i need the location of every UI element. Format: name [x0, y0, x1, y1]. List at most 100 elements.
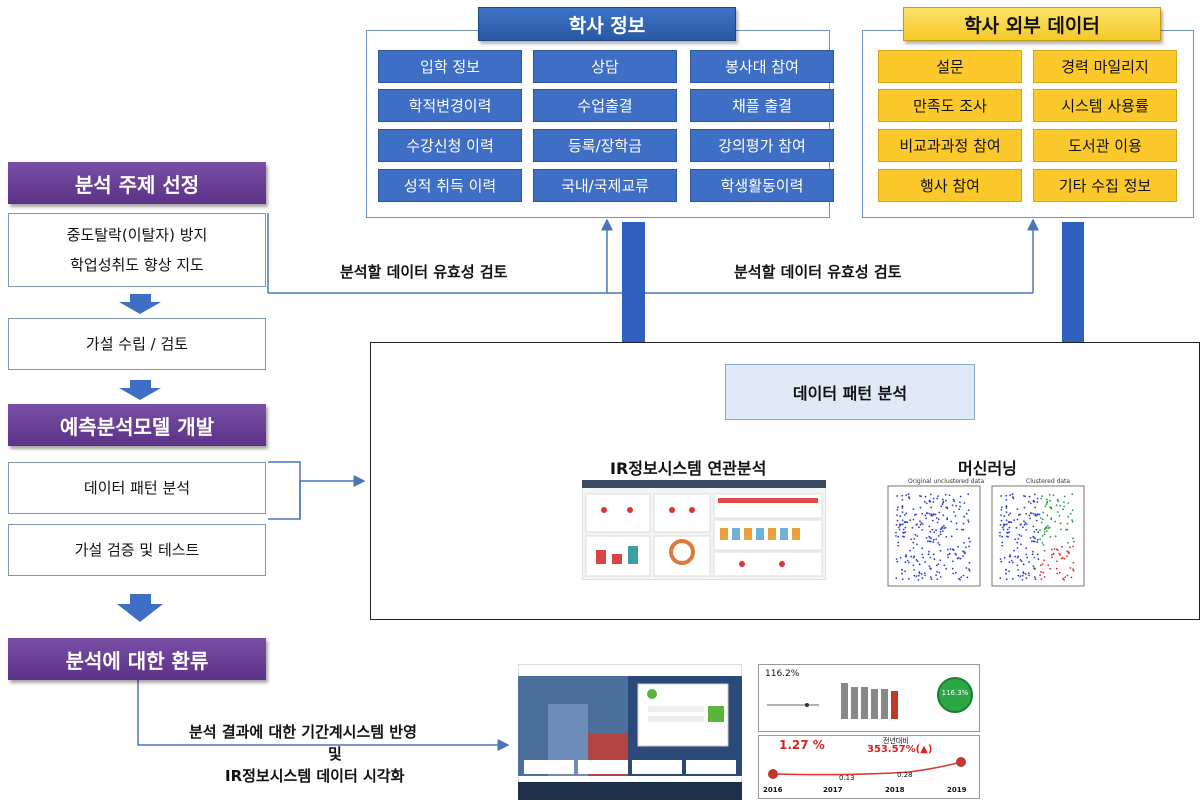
scatter-point: [1040, 521, 1043, 524]
scatter-point: [968, 545, 970, 548]
scatter-point: [910, 538, 913, 541]
scatter-point: [941, 526, 944, 528]
scatter-point: [934, 513, 937, 516]
scatter-point: [1033, 556, 1036, 559]
scatter-point: [937, 535, 940, 537]
scatter-point: [903, 514, 906, 516]
scatter-point: [1047, 525, 1049, 527]
scatter-point: [1023, 520, 1025, 522]
pct-value-2: 353.57%(▲): [867, 744, 933, 755]
scatter-point: [1049, 499, 1051, 502]
scatter-point: [1071, 493, 1074, 496]
scatter-point: [913, 574, 916, 577]
scatter-point: [935, 517, 938, 519]
scatter-point: [902, 528, 905, 531]
scatter-point: [958, 577, 960, 580]
scatter-point: [942, 501, 944, 504]
scatter-point: [958, 508, 960, 511]
scatter-point: [952, 560, 954, 563]
scatter-point: [929, 576, 932, 579]
scatter-point: [1022, 526, 1024, 529]
scatter-point: [1056, 560, 1058, 563]
scatter-point: [1005, 499, 1008, 501]
scatter-points-original: [895, 493, 971, 581]
scatter-point: [1012, 561, 1014, 564]
scatter-point: [1006, 535, 1008, 538]
scatter-point: [1034, 537, 1036, 540]
scatter-point: [1054, 535, 1057, 538]
year-label: 2019: [947, 786, 967, 794]
scatter-point: [927, 540, 929, 543]
scatter-point: [1024, 495, 1026, 498]
scatter-point: [952, 572, 955, 575]
scatter-point: [1070, 576, 1073, 579]
scatter-point: [1000, 508, 1003, 511]
scatter-point: [916, 560, 919, 563]
scatter-point: [913, 569, 915, 571]
step-arrow-2: [119, 380, 161, 400]
scatter-point: [947, 556, 949, 559]
scatter-point: [962, 550, 964, 553]
ml-label: 머신러닝: [958, 459, 1017, 478]
scatter-point: [948, 552, 951, 555]
scatter-point: [1050, 507, 1053, 510]
scatter-point: [1032, 565, 1035, 567]
scatter-point: [1071, 521, 1074, 523]
scatter-point: [956, 528, 958, 531]
scatter-point: [960, 576, 963, 579]
academic-cell: 봉사대 참여: [690, 50, 834, 83]
scatter-point: [930, 506, 933, 509]
scatter-point: [946, 518, 949, 521]
scatter-point: [924, 561, 926, 563]
scatter-point: [1006, 531, 1008, 534]
scatter-point: [968, 537, 970, 540]
dashboard-top: 116.2% 116.3%: [758, 664, 980, 732]
scatter-point: [930, 567, 932, 570]
scatter-point: [927, 553, 930, 556]
scatter-point: [913, 514, 916, 516]
scatter-point: [962, 574, 965, 577]
scatter-point: [928, 500, 931, 503]
scatter-point: [939, 576, 942, 578]
ml-scatter-plots: Original unclustered data Clustered data: [887, 478, 1085, 587]
scatter-point: [1048, 493, 1051, 496]
scatter-point: [1056, 511, 1059, 513]
scatter-point: [1011, 493, 1014, 496]
scatter-point: [1023, 506, 1026, 509]
scatter-point: [1038, 513, 1041, 516]
scatter-point: [1031, 540, 1033, 543]
scatter-point: [968, 561, 971, 564]
academic-cell: 입학 정보: [378, 50, 522, 83]
scatter-point: [901, 499, 904, 501]
scatter-point: [999, 524, 1002, 526]
scatter-point: [1018, 533, 1021, 536]
scatter-point: [968, 569, 971, 572]
scatter-point: [901, 505, 904, 508]
scatter-point: [967, 521, 970, 523]
external-cell: 경력 마일리지: [1033, 50, 1177, 83]
topic-item: 학업성취도 향상 지도: [70, 256, 204, 274]
scatter-point: [1046, 514, 1049, 517]
scatter-point: [902, 531, 904, 534]
scatter-point: [1042, 571, 1045, 574]
scatter-point: [1045, 530, 1048, 532]
scatter-point: [940, 505, 943, 508]
scatter-point: [1022, 563, 1025, 566]
scatter-point: [1039, 574, 1041, 576]
scatter-point: [1005, 511, 1008, 513]
scatter-point: [999, 577, 1002, 579]
scatter-point: [1041, 563, 1044, 565]
scatter-point: [897, 526, 900, 529]
feedback-header: 분석에 대한 환류: [8, 638, 266, 680]
scatter-point: [921, 513, 924, 515]
pct-value-1: 1.27 %: [779, 738, 825, 752]
scatter-point: [1067, 515, 1069, 518]
scatter-point: [1051, 556, 1053, 559]
scatter-point: [1065, 528, 1067, 531]
scatter-point: [1013, 549, 1015, 552]
scatter-point: [908, 561, 910, 564]
scatter-point: [901, 572, 903, 575]
scatter-point: [1009, 512, 1012, 515]
scatter-point: [939, 533, 942, 536]
external-cell: 기타 수집 정보: [1033, 169, 1177, 202]
